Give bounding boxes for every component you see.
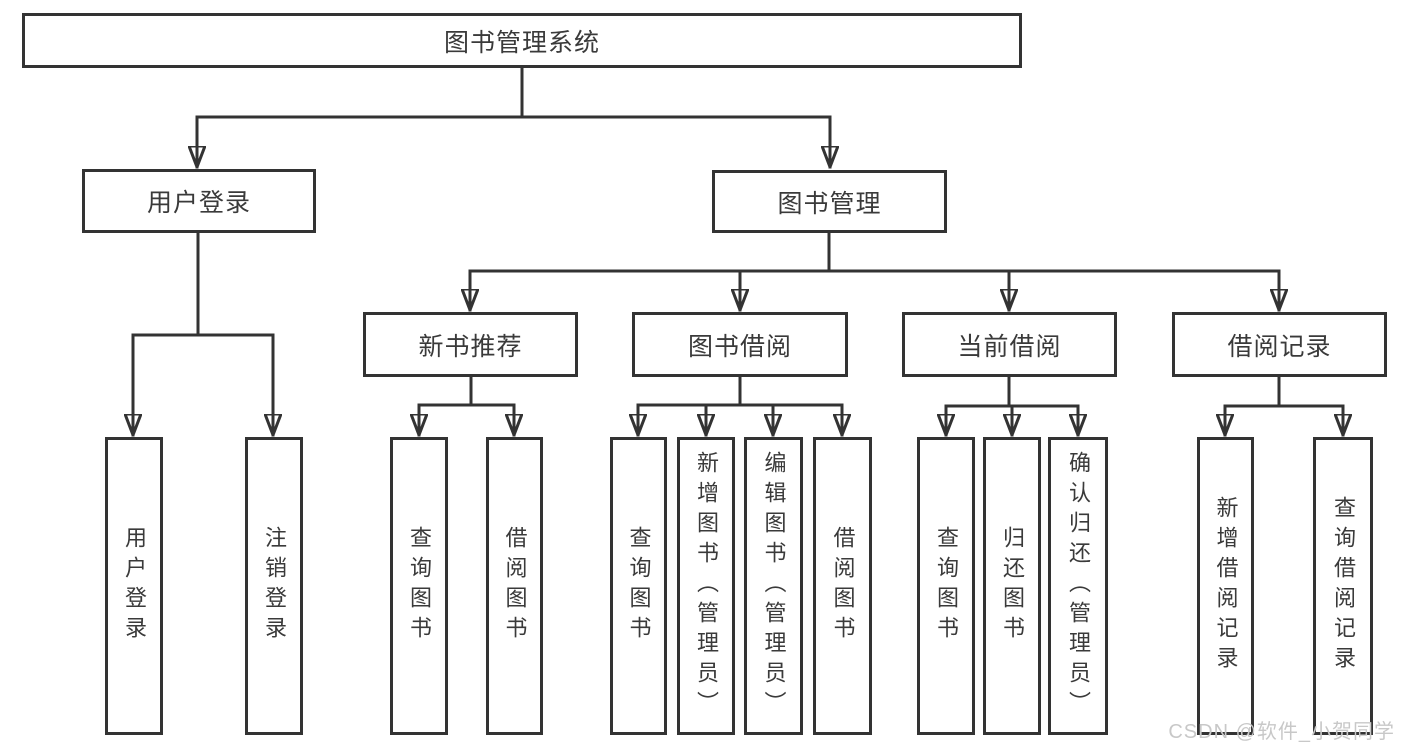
node-label: 图书管理: [777, 189, 882, 218]
node-label: 注销登录: [262, 526, 287, 646]
node-label: 用户登录: [146, 189, 251, 217]
leaf-query-books-recommend: 查询图书: [390, 437, 448, 735]
node-label: 图书借阅: [687, 332, 792, 361]
node-label: 查询图书: [407, 526, 432, 646]
node-label: 借阅图书: [502, 526, 528, 646]
node-label: 新书推荐: [418, 332, 523, 361]
leaf-return-book: 归还图书: [983, 437, 1041, 735]
node-label: 用户登录: [122, 526, 147, 646]
leaf-query-borrow-record: 查询借阅记录: [1313, 437, 1373, 735]
node-label: 新增图书（管理员）: [694, 451, 719, 721]
leaf-edit-book-admin: 编辑图书（管理员）: [744, 437, 803, 735]
leaf-add-book-admin: 新增图书（管理员）: [677, 437, 735, 735]
leaf-query-books-borrow: 查询图书: [610, 437, 667, 735]
leaf-add-borrow-record: 新增借阅记录: [1197, 437, 1254, 735]
node-label: 新增借阅记录: [1213, 496, 1239, 676]
leaf-borrow-books-recommend: 借阅图书: [486, 437, 543, 735]
node-label: 归还图书: [1000, 526, 1025, 646]
leaf-borrow-books: 借阅图书: [813, 437, 872, 735]
node-current-borrow: 当前借阅: [902, 312, 1117, 377]
node-book-management: 图书管理: [712, 170, 947, 233]
node-user-login: 用户登录: [82, 169, 316, 233]
node-label: 图书管理系统: [443, 28, 600, 57]
leaf-confirm-return-admin: 确认归还（管理员）: [1048, 437, 1108, 735]
node-label: 查询借阅记录: [1331, 496, 1356, 676]
leaf-user-login: 用户登录: [105, 437, 163, 735]
node-book-borrow: 图书借阅: [632, 312, 848, 377]
leaf-logout: 注销登录: [245, 437, 303, 735]
csdn-watermark: CSDN @软件_小贺同学: [1168, 721, 1395, 743]
leaf-query-books-current: 查询图书: [917, 437, 975, 735]
node-label: 查询图书: [934, 526, 959, 646]
node-label: 查询图书: [626, 526, 652, 646]
node-label: 当前借阅: [957, 332, 1062, 361]
node-label: 确认归还（管理员）: [1066, 451, 1091, 721]
node-borrow-records: 借阅记录: [1172, 312, 1387, 377]
node-new-book-recommend: 新书推荐: [363, 312, 578, 377]
node-label: 借阅图书: [830, 526, 856, 646]
node-label: 借阅记录: [1227, 332, 1332, 361]
node-label: 编辑图书（管理员）: [761, 451, 787, 721]
node-library-management-system: 图书管理系统: [22, 13, 1022, 68]
